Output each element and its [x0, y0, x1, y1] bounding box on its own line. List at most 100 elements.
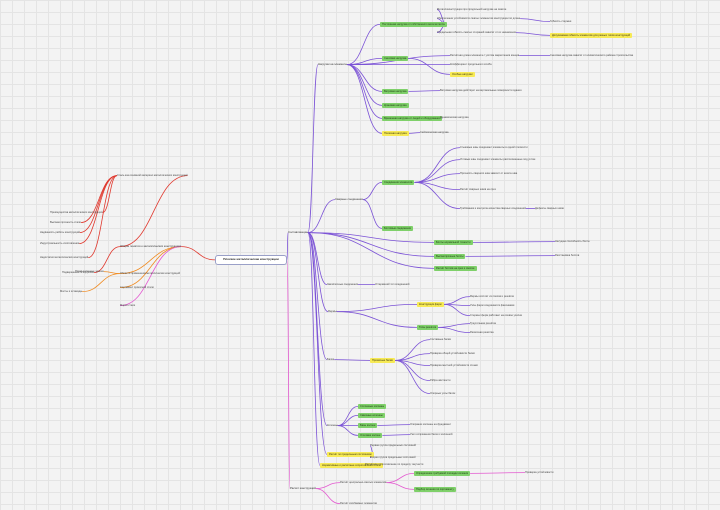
- mindmap-node-t3[interactable]: Предельная гибкость сжатых стержней зави…: [437, 31, 516, 34]
- mindmap-node-s4[interactable]: Временная нагрузка от людей и оборудован…: [382, 116, 443, 121]
- mindmap-node-m5b[interactable]: Узлы ферм соединяются фасонками: [470, 304, 515, 307]
- mindmap-node-s2[interactable]: Ветровая нагрузка: [382, 89, 409, 94]
- mindmap-node-s7[interactable]: Особые нагрузки: [450, 72, 475, 77]
- mindmap-node-rb1a[interactable]: Определение требуемой площади сечения: [414, 471, 471, 476]
- mindmap-node-m1-sub[interactable]: Соединения элементов: [382, 180, 415, 185]
- mindmap-node-b1a[interactable]: Первая группа предельных состояний: [370, 444, 416, 447]
- connector-l1c: [79, 175, 118, 234]
- connector-m5f: [438, 326, 471, 334]
- mindmap-node-m6e[interactable]: Рёбра жёсткости: [430, 379, 451, 382]
- connector-l2b: [82, 273, 121, 293]
- mindmap-node-l2a[interactable]: Промышленные здания: [75, 270, 104, 273]
- mindmap-node-t2b[interactable]: Гибкость стержня: [550, 20, 572, 23]
- mindmap-node-root[interactable]: Плоские металлические конструкции: [215, 255, 287, 265]
- mindmap-node-l1b[interactable]: Высокая прочность стали: [50, 221, 81, 224]
- mindmap-node-s4b[interactable]: Динамическая нагрузка: [440, 116, 469, 119]
- mindmap-node-m6d[interactable]: Проверка местной устойчивости стенки: [430, 364, 478, 367]
- mindmap-node-l1d[interactable]: Индустриальность изготовления: [40, 242, 80, 245]
- mindmap-node-m7b[interactable]: Сквозные колонны: [358, 413, 385, 418]
- mindmap-node-m2[interactable]: Болтовые соединения: [382, 226, 413, 231]
- mindmap-node-t5[interactable]: Коэффициент продольного изгиба: [450, 63, 492, 66]
- mindmap-node-r-main[interactable]: Составляющие: [288, 230, 308, 234]
- connector-m1e: [414, 181, 461, 210]
- mindmap-node-t3b[interactable]: Допускаемая гибкость элементов для разны…: [550, 33, 633, 38]
- connector-t2b: [520, 18, 551, 23]
- mindmap-node-l1e[interactable]: Недостатки металлических конструкций: [40, 256, 89, 259]
- mindmap-node-m5-sub[interactable]: Конструкция ферм: [417, 302, 444, 307]
- mindmap-node-t1[interactable]: Металлоконструкции при продольной нагруз…: [437, 8, 507, 11]
- mindmap-node-b2[interactable]: Нормативные и расчётные сопротивления ст…: [320, 463, 383, 468]
- mindmap-node-m1e[interactable]: Требования к контролю качества сварных с…: [460, 207, 526, 210]
- mindmap-node-m6c[interactable]: Проверка общей устойчивости балки: [430, 352, 475, 355]
- mindmap-node-t2[interactable]: Обеспечение устойчивости сжатых элементо…: [437, 17, 521, 20]
- mindmap-node-m7a[interactable]: Сплошные колонны: [358, 404, 387, 409]
- connector-m5a: [443, 296, 471, 305]
- mindmap-node-s3[interactable]: Крановая нагрузка: [382, 103, 409, 108]
- mindmap-node-s1[interactable]: Снеговая нагрузка: [382, 56, 409, 61]
- mindmap-node-l1f[interactable]: Подверженность коррозии: [62, 271, 95, 274]
- mindmap-node-s1a[interactable]: Снеговая нагрузка зависит от климатическ…: [550, 54, 634, 57]
- mindmap-node-m4a[interactable]: Устаревший тип соединений: [375, 283, 410, 286]
- connector-m7b: [337, 414, 359, 427]
- mindmap-node-m6f[interactable]: Опорные узлы балок: [430, 392, 456, 395]
- mindmap-node-m5a[interactable]: Фермы состоят из поясов и решётки: [470, 295, 515, 298]
- connector-m1a: [414, 147, 461, 183]
- mindmap-node-b1[interactable]: Расчёт по предельным состояниям: [327, 452, 374, 457]
- mindmap-node-m5[interactable]: Фермы: [328, 310, 337, 313]
- mindmap-node-l2b[interactable]: Мосты и эстакады: [60, 290, 83, 293]
- mindmap-node-m5f[interactable]: Раскосная решётка: [470, 331, 494, 334]
- mindmap-node-m4[interactable]: Заклёпочные соединения: [327, 283, 359, 286]
- mindmap-node-m3b[interactable]: Расстановка болтов: [555, 254, 580, 257]
- mindmap-node-t4[interactable]: Расчётная длина элемента с учётом закреп…: [450, 54, 520, 57]
- mindmap-node-m1d[interactable]: Расчёт сварных швов на срез: [460, 188, 496, 191]
- mindmap-node-l1[interactable]: Сталь как основной материал металлически…: [117, 174, 188, 177]
- mindmap-node-m1a[interactable]: Стыковые швы соединяют элементы в одной …: [460, 146, 528, 149]
- mindmap-node-r-bottom[interactable]: Расчёт конструкций: [290, 486, 316, 490]
- mindmap-node-b2a[interactable]: Расчётное сопротивление по пределу текуч…: [365, 463, 424, 466]
- mindmap-node-s2a[interactable]: Ветровая нагрузка действует на вертикаль…: [440, 89, 522, 92]
- mindmap-node-m1c[interactable]: Прочность сварного шва зависит от катета…: [460, 172, 518, 175]
- mindmap-node-m6a[interactable]: Прокатные балки: [370, 358, 395, 363]
- connector-l2: [119, 246, 182, 275]
- mindmap-node-l2[interactable]: Области применения металлических констру…: [120, 272, 181, 275]
- mindmap-node-m2b[interactable]: Высокопрочные болты: [434, 254, 466, 259]
- connector-b1: [307, 232, 328, 455]
- mindmap-node-b1b[interactable]: Вторая группа предельных состояний: [370, 456, 416, 459]
- mindmap-node-m7c[interactable]: Базы колонн: [358, 423, 378, 428]
- mindmap-node-l1c[interactable]: Надёжность работы конструкций: [40, 231, 80, 234]
- mindmap-node-rb2[interactable]: Расчёт изгибаемых элементов: [340, 502, 377, 505]
- mindmap-node-m7e[interactable]: Опирание колонны на фундамент: [410, 423, 452, 426]
- mindmap-node-l1a[interactable]: Преимущества металлических конструкций: [50, 211, 103, 214]
- mindmap-node-m3[interactable]: Расчёт болтов на срез и смятие: [434, 266, 477, 271]
- connector-s7: [408, 57, 451, 75]
- mindmap-node-m5d[interactable]: Типы решёток: [417, 325, 439, 330]
- mindmap-node-s5[interactable]: Полезная нагрузка: [382, 131, 409, 136]
- mindmap-node-l4[interactable]: Марки стали: [120, 304, 136, 307]
- mindmap-node-m5e[interactable]: Треугольная решётка: [470, 322, 496, 325]
- mindmap-node-m3a[interactable]: Несущая способность болта: [555, 240, 590, 243]
- mindmap-node-l3[interactable]: Сортамент прокатной стали: [120, 286, 154, 289]
- mindmap-node-r-intro[interactable]: Общие понятия о металлических конструкци…: [120, 244, 182, 248]
- mindmap-node-m5c[interactable]: Стержни ферм работают на осевое усилие: [470, 314, 523, 317]
- mindmap-node-rb1[interactable]: Расчёт центрально-сжатых элементов: [340, 481, 387, 484]
- mindmap-node-m1b[interactable]: Угловые швы соединяют элементы расположе…: [460, 158, 536, 161]
- connector-s2a: [408, 90, 441, 92]
- connector-m1c: [414, 173, 461, 183]
- mindmap-node-m6b[interactable]: Составные балки: [430, 338, 452, 341]
- mindmap-node-g-top-sub[interactable]: Постоянная нагрузка от собственного веса…: [380, 22, 447, 27]
- mindmap-node-s6[interactable]: Сейсмическая нагрузка: [420, 131, 449, 134]
- mindmap-node-rb1b[interactable]: Подбор сечения по сортаменту: [414, 487, 456, 492]
- mindmap-node-m7[interactable]: Колонны: [327, 424, 338, 427]
- mindmap-node-m1f[interactable]: Дефекты сварных швов: [535, 207, 564, 210]
- mindmap-node-m6[interactable]: Балки: [327, 358, 335, 361]
- mindmap-node-m1[interactable]: Сварные соединения: [335, 197, 363, 201]
- connector-t3b: [515, 32, 551, 36]
- mindmap-node-rb1c[interactable]: Проверка устойчивости: [525, 471, 554, 474]
- connector-l1: [119, 175, 188, 248]
- mindmap-node-g-top[interactable]: Нагрузки на элементы: [318, 62, 348, 66]
- mindmap-node-m2a[interactable]: Болты нормальной точности: [434, 240, 473, 245]
- connector-m6b: [394, 339, 431, 361]
- mindmap-node-m7d[interactable]: Оголовки колонн: [358, 433, 383, 438]
- connector-m5c: [443, 303, 471, 317]
- mindmap-node-m7f[interactable]: Узел сопряжения балки с колонной: [410, 433, 453, 436]
